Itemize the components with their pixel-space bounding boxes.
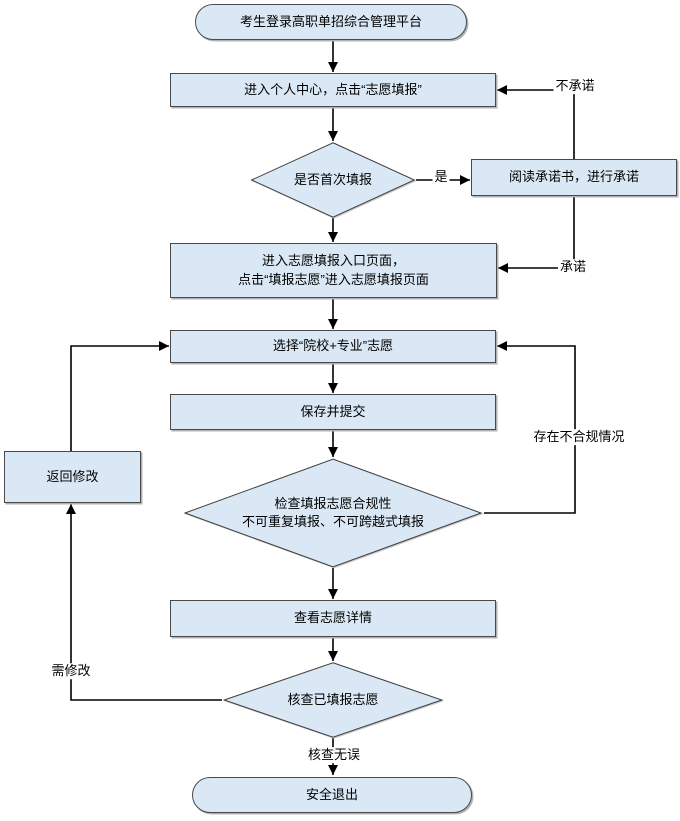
node-is-first-time-label: 是否首次填报 [293,171,372,187]
node-view-details: 查看志愿详情 [170,600,496,637]
node-start-label: 考生登录高职单招综合管理平台 [239,13,422,29]
node-read-commitment-label: 阅读承诺书，进行承诺 [508,169,639,185]
node-view-details-label: 查看志愿详情 [293,610,372,626]
diamond-shape [182,458,484,568]
node-enter-personal-center: 进入个人中心，点击“志愿填报” [170,73,496,107]
edge-label-non-compliant: 存在不合规情况 [531,429,627,445]
node-check-compliance-label: 检查填报志愿合规性 不可重复填报、不可跨越式填报 [241,495,424,529]
node-return-modify-label: 返回修改 [46,468,99,484]
edge-label-verified-ok: 核查无误 [305,747,363,763]
edge-label-need-modify: 需修改 [49,663,93,679]
node-is-first-time: 是否首次填报 [250,142,416,218]
node-end-label: 安全退出 [305,786,358,802]
diamond-shape [250,142,416,218]
node-return-modify: 返回修改 [4,451,141,503]
node-enter-personal-center-label: 进入个人中心，点击“志愿填报” [244,81,422,97]
node-choose-preference: 选择“院校+专业”志愿 [170,330,496,363]
edge-commit-to-entry-page [498,196,575,273]
diamond-shape [222,662,444,738]
edge-return-to-choose [70,341,169,451]
node-entry-page-label: 进入志愿填报入口页面， 点击“填报志愿”进入志愿填报页面 [238,253,429,287]
edge-no-commit-back-to-personal-center [497,85,575,159]
edge-label-no-commit: 不承诺 [553,78,597,94]
edge-label-yes: 是 [432,169,450,185]
edge-verify-needmodify-to-return [66,504,222,701]
node-end: 安全退出 [192,777,472,813]
node-choose-preference-label: 选择“院校+专业”志愿 [272,338,394,354]
node-check-compliance: 检查填报志愿合规性 不可重复填报、不可跨越式填报 [182,458,484,568]
edge-label-commit: 承诺 [557,259,589,275]
node-save-submit: 保存并提交 [170,394,496,430]
node-verify-filled: 核查已填报志愿 [222,662,444,738]
node-save-submit-label: 保存并提交 [300,403,366,419]
node-entry-page: 进入志愿填报入口页面， 点击“填报志愿”进入志愿填报页面 [170,243,497,298]
node-start: 考生登录高职单招综合管理平台 [195,4,467,40]
node-read-commitment: 阅读承诺书，进行承诺 [471,159,677,196]
node-verify-filled-label: 核查已填报志愿 [287,691,379,707]
